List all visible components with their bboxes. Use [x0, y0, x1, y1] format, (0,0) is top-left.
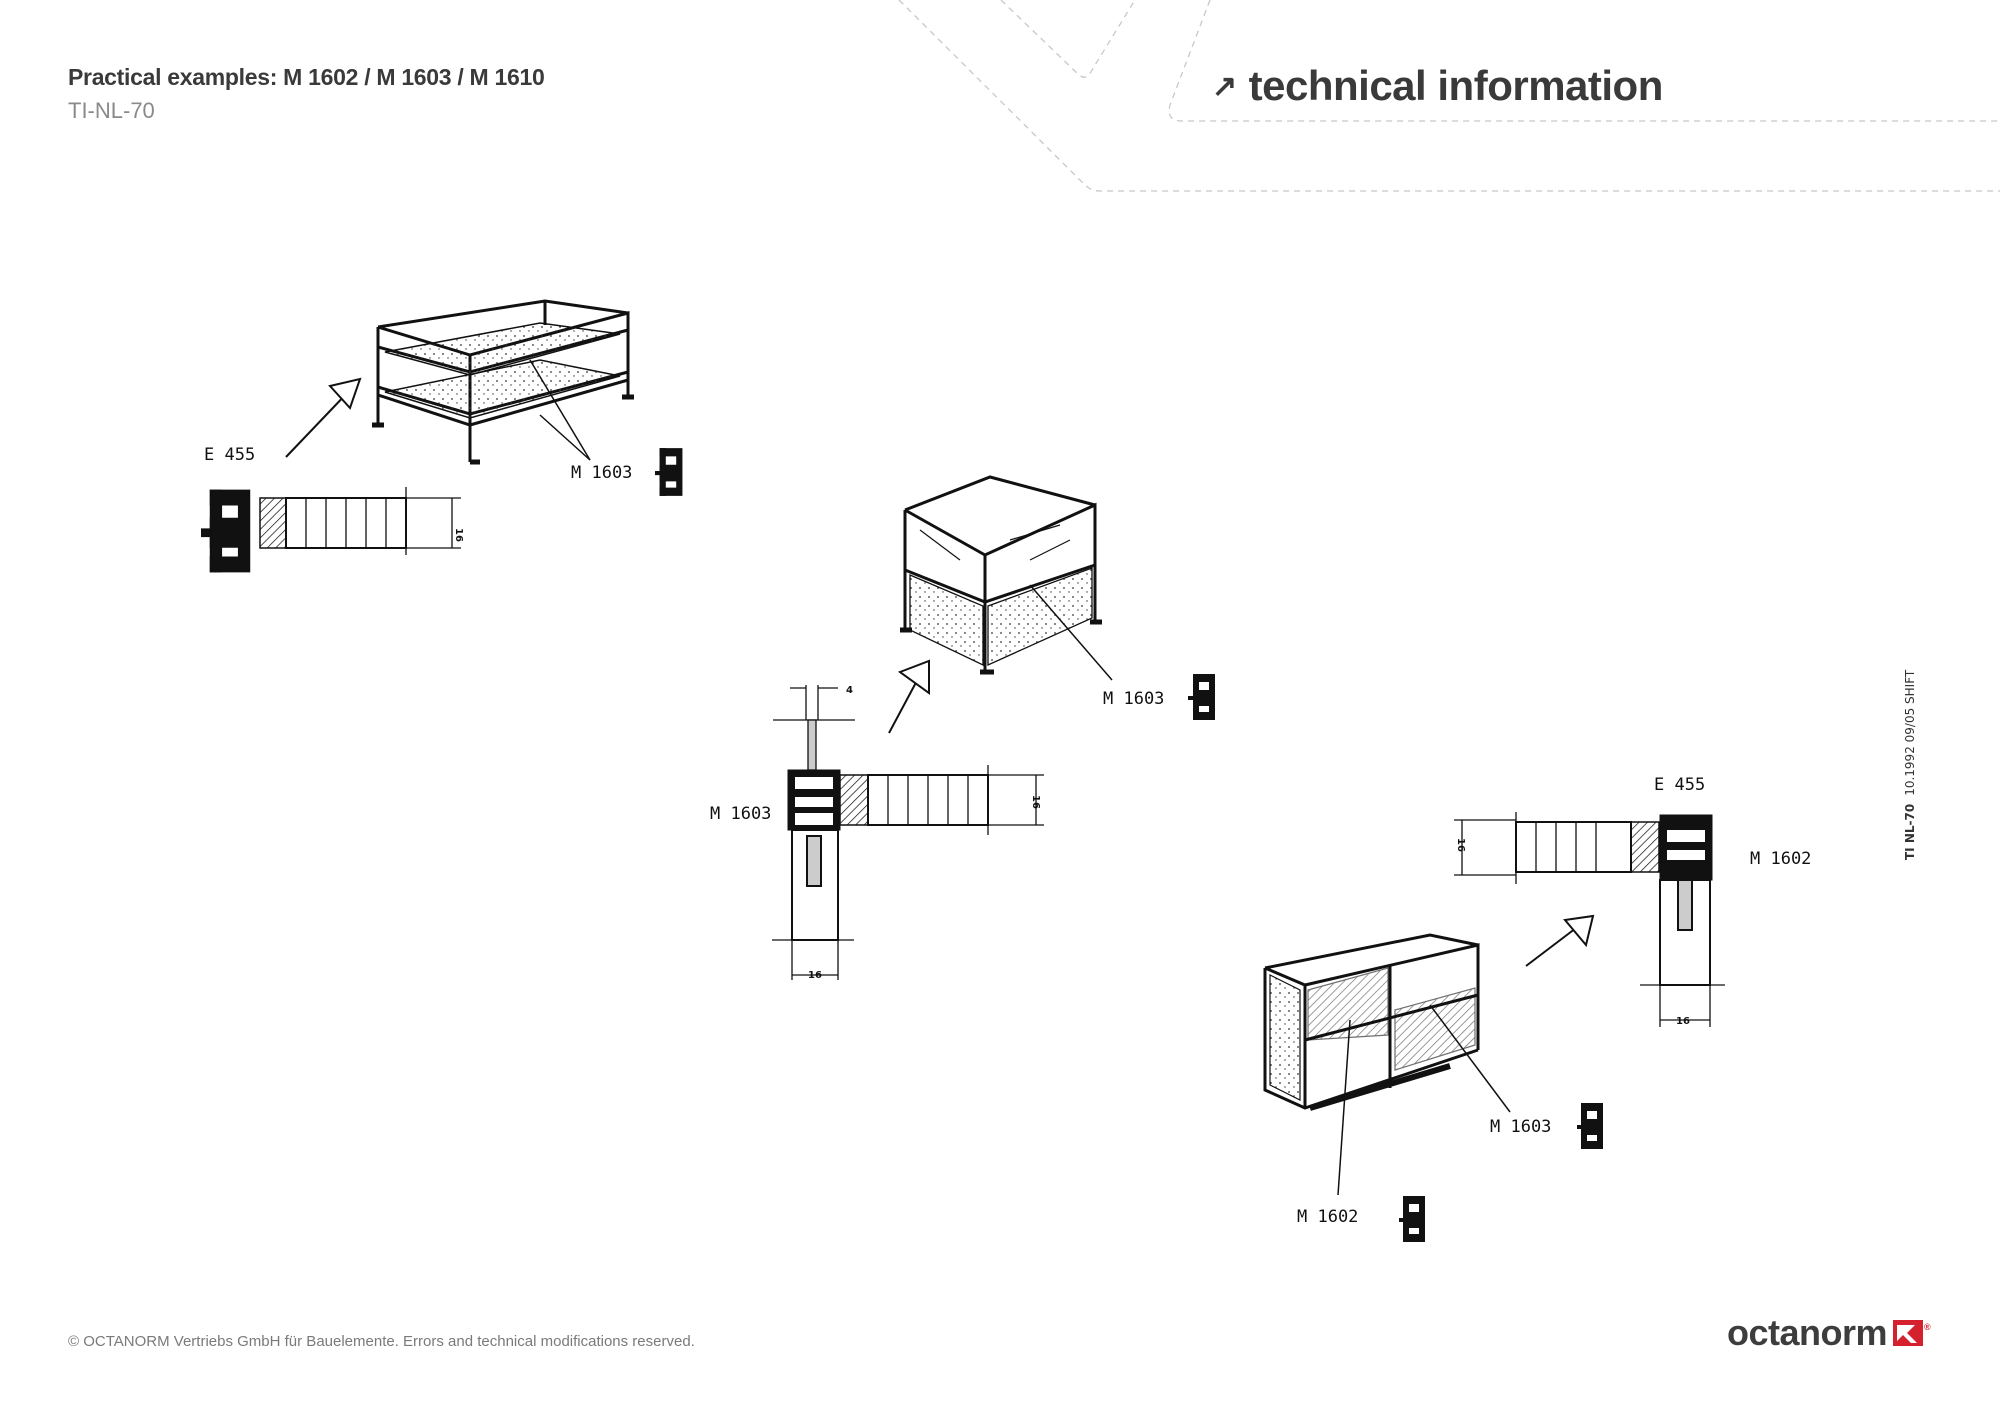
table-leader-lines	[529, 359, 591, 461]
showcase-drawing	[900, 475, 1102, 675]
arrow-to-cabinet	[1525, 914, 1595, 967]
showcase-section-label: M 1603	[710, 804, 771, 824]
cabinet-drawing	[1263, 933, 1480, 1111]
cabinet-section	[1454, 812, 1725, 1027]
m1602-profile-icon	[1399, 1196, 1425, 1242]
table-edge-section	[201, 487, 461, 573]
page-title: Practical examples: M 1602 / M 1603 / M …	[68, 64, 545, 90]
cabinet-dim-thickness: 16	[1455, 838, 1466, 852]
showcase-leader-line	[1029, 584, 1113, 681]
cabinet-edge-label: E 455	[1654, 775, 1705, 795]
logo-wordmark: octanorm	[1727, 1312, 1888, 1353]
cabinet-leader-lines	[1337, 1004, 1511, 1196]
frame-line-tab	[1168, 0, 2000, 122]
showcase-dim-glass: 4	[846, 685, 853, 696]
table-drawing	[372, 299, 634, 465]
side-note: TI NL-70 10.1992 09/05 SHIFT	[1903, 650, 1933, 860]
e455-profile-icon	[201, 489, 251, 573]
section-heading: ↗ technical information	[1212, 62, 1663, 110]
showcase-dim-width: 16	[808, 970, 822, 981]
octanorm-mark-icon	[1893, 1320, 1924, 1346]
cabinet-section-label: M 1602	[1750, 849, 1811, 869]
section-heading-text: technical information	[1248, 62, 1664, 109]
registered-mark: ®	[1924, 1322, 1931, 1332]
cabinet-profile-label-b: M 1602	[1297, 1207, 1358, 1227]
m1603-profile-icon-3	[1577, 1103, 1603, 1149]
showcase-section	[772, 685, 1044, 980]
document-id: TI-NL-70	[68, 98, 155, 123]
table-edge-label: E 455	[204, 445, 255, 465]
octanorm-logo: octanorm ®	[1727, 1312, 1931, 1354]
m1603-profile-icon	[655, 448, 683, 496]
table-dim-thickness: 16	[453, 528, 464, 542]
arrow-to-showcase	[888, 659, 930, 734]
footer-copyright: © OCTANORM Vertriebs GmbH für Bauelement…	[68, 1333, 695, 1350]
showcase-dim-thickness: 16	[1030, 795, 1041, 809]
frame-line-diagonal	[898, 0, 2000, 192]
arrow-up-right-icon: ↗	[1212, 70, 1237, 103]
side-note-meta: 10.1992 09/05 SHIFT	[1903, 669, 1917, 796]
side-note-code: TI NL-70	[1903, 803, 1917, 860]
frame-line-v	[1000, 0, 1136, 78]
showcase-profile-label: M 1603	[1103, 689, 1164, 709]
cabinet-dim-width: 16	[1676, 1016, 1690, 1027]
m1603-profile-icon-2	[1188, 674, 1215, 720]
cabinet-profile-label-a: M 1603	[1490, 1117, 1551, 1137]
arrow-to-table	[285, 377, 362, 458]
table-profile-label: M 1603	[571, 463, 632, 483]
